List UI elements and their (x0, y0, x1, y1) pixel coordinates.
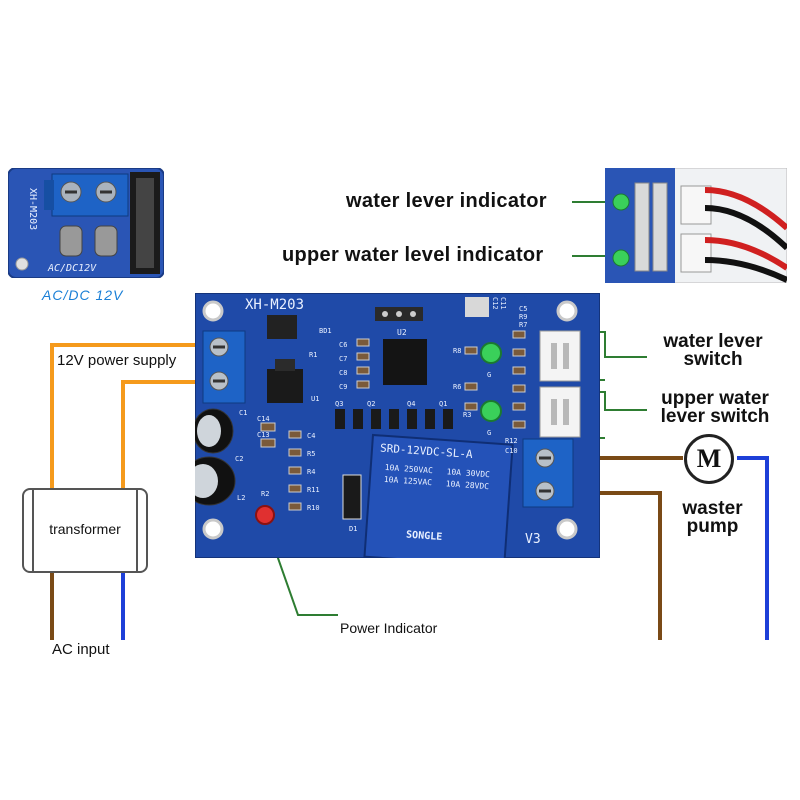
silk-r10: R10 (307, 504, 320, 512)
silk-r4: R4 (307, 468, 315, 476)
silk-r3: R3 (463, 411, 471, 419)
silk-c7: C7 (339, 355, 347, 363)
relay-rating-1: 10A 250VAC (384, 463, 433, 475)
chip-label: U2 (397, 328, 407, 337)
relay-brand: SONGLE (406, 530, 443, 543)
inset-caption: AC/DC 12V (42, 287, 124, 303)
inset-silk-model: XH-M203 (27, 188, 38, 230)
silk-c4: C4 (307, 432, 315, 440)
silk-c9: C9 (339, 383, 347, 391)
silk-d1: D1 (349, 525, 357, 533)
motor-icon: M (684, 434, 734, 484)
transformer-box: transformer (22, 488, 148, 573)
inset-terminal-photo: XH-M203 AC/DC12V (8, 168, 164, 278)
power-wire-bottom (121, 380, 205, 488)
relay-rating-2: 10A 125VAC (384, 475, 433, 487)
water-level-switch-line1: water lever (663, 331, 763, 352)
silk-c11: C11 (499, 297, 507, 310)
silk-c6: C6 (339, 341, 347, 349)
pump-label-line1: waster (682, 498, 743, 519)
silk-r11: R11 (307, 486, 320, 494)
silk-q4: Q4 (407, 400, 415, 408)
ac-input-label: AC input (52, 641, 110, 658)
power-supply-label: 12V power supply (57, 352, 177, 369)
mounting-holes (202, 300, 578, 540)
silk-c14: C14 (257, 415, 270, 423)
silk-l2: L2 (237, 494, 245, 502)
power-supply-wires (50, 343, 205, 488)
pump-wire-right (737, 456, 769, 640)
pump-label-line2: pump (686, 516, 739, 537)
level-connector-2 (539, 386, 581, 438)
pcb-board: XH-M203 V3 U2 (195, 293, 600, 558)
chip-u2 (383, 339, 427, 385)
power-wire-top (50, 343, 205, 488)
silk-q2: Q2 (367, 400, 375, 408)
power-led-icon (255, 505, 275, 525)
board-v-mark: V3 (525, 532, 541, 547)
silk-c13: C13 (257, 431, 270, 439)
silk-q3: Q3 (335, 400, 343, 408)
silk-r2: R2 (261, 490, 269, 498)
pump-terminal-block-icon (522, 438, 574, 508)
silk-r8: R8 (453, 347, 461, 355)
upper-water-level-indicator-label: upper water level indicator (282, 244, 544, 266)
power-terminal-block-icon (202, 330, 246, 404)
silk-c8: C8 (339, 369, 347, 377)
relay-rating-3: 10A 30VDC (446, 467, 490, 479)
silk-u1: U1 (311, 395, 319, 403)
inset-led-icon (612, 193, 630, 267)
inset-terminal-block-icon (44, 173, 129, 257)
silk-bd1: BD1 (319, 327, 332, 335)
upper-water-level-switch-line1: upper water (661, 388, 769, 409)
water-level-switch-line2: switch (683, 349, 743, 370)
silk-r5: R5 (307, 450, 315, 458)
power-indicator-label: Power Indicator (340, 620, 438, 636)
capacitor-c1 (195, 408, 234, 454)
upper-water-level-switch-label: upper water lever switch (650, 388, 780, 427)
relay-icon: SRD-12VDC-SL-A 10A 250VAC 10A 125VAC 10A… (363, 433, 514, 558)
silk-r7: R7 (519, 321, 527, 329)
level-connector-1 (539, 330, 581, 382)
board-model: XH-M203 (245, 297, 304, 313)
motor-symbol: M (696, 444, 722, 473)
silk-q1: Q1 (439, 400, 447, 408)
status-led-icons (255, 342, 502, 525)
silk-r12: R12 (505, 437, 518, 445)
relay-model: SRD-12VDC-SL-A (380, 442, 474, 461)
relay-rating-4: 10A 28VDC (445, 479, 489, 491)
silk-c2: C2 (235, 455, 243, 463)
water-level-switch-label: water lever switch (648, 331, 778, 370)
silk-c1: C1 (239, 409, 247, 417)
transformer-label: transformer (49, 521, 121, 537)
led-g-label-1: G (487, 371, 491, 379)
silk-c10: C10 (505, 447, 518, 455)
capacitor-c2 (195, 456, 236, 506)
water-level-indicator-label: water lever indicator (346, 190, 547, 212)
pump-label: waster pump (665, 498, 760, 537)
led-g-label-2: G (487, 429, 491, 437)
silk-c12: C12 (491, 297, 499, 310)
silk-r1: R1 (309, 351, 317, 359)
upper-water-level-switch-line2: lever switch (660, 406, 770, 427)
inset-silk-acdc: AC/DC12V (47, 263, 97, 274)
silk-r9: R9 (519, 313, 527, 321)
silk-c5: C5 (519, 305, 527, 313)
inset-led-photo (605, 168, 787, 283)
silk-r6: R6 (453, 383, 461, 391)
